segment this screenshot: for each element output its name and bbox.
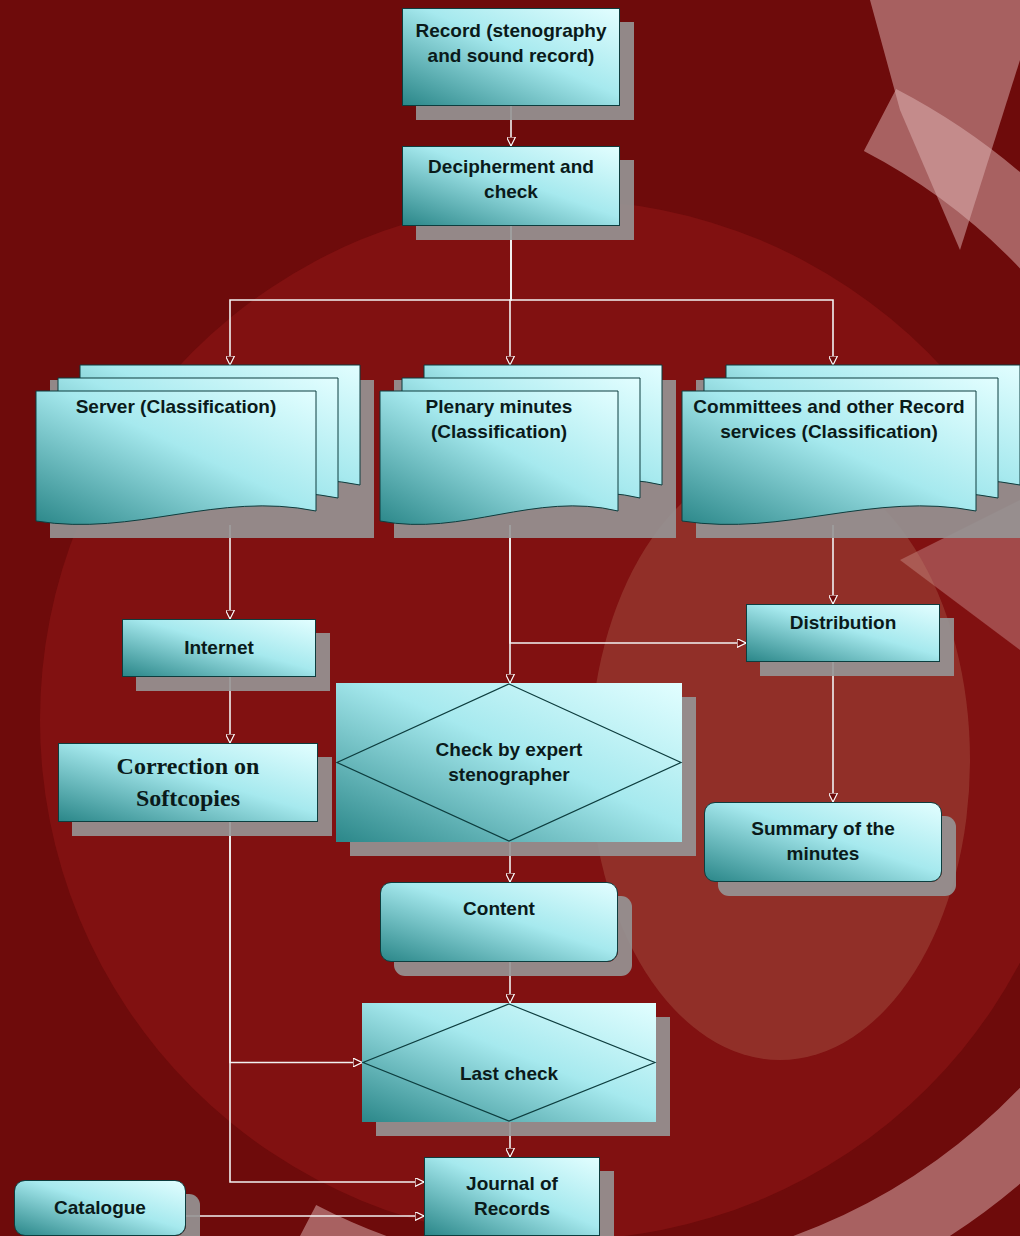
flow-arrow: [510, 106, 512, 146]
flow-arrow: [510, 525, 746, 643]
process-box: Internet: [122, 619, 316, 677]
flow-arrow: [230, 822, 362, 1063]
flow-arrow: [509, 842, 511, 882]
flow-arrow: [229, 677, 231, 743]
node-label: Content: [463, 897, 535, 922]
flow-arrow: [509, 1122, 511, 1157]
node-label: Check by expert stenographer: [404, 738, 614, 787]
node-label: Server (Classification): [46, 395, 306, 420]
node-label: Last check: [460, 1062, 558, 1087]
diamond-outline: [362, 1003, 656, 1122]
flow-arrow: [509, 962, 511, 1003]
flow-arrow: [230, 226, 511, 365]
flow-arrow: [511, 226, 833, 365]
flow-arrow: [229, 525, 231, 619]
node-label: Summary of the minutes: [713, 817, 933, 866]
document-stack: Server (Classification): [36, 365, 360, 525]
node-label: Record (stenography and sound record): [411, 19, 611, 68]
node-label: Plenary minutes (Classification): [390, 395, 608, 444]
process-box: Record (stenography and sound record): [402, 8, 620, 106]
flow-arrow: [230, 822, 424, 1182]
document-outline: [682, 365, 1020, 525]
process-box: Correction on Softcopies: [58, 743, 318, 822]
rounded-box: Content: [380, 882, 618, 962]
node-label: Journal of Records: [433, 1172, 591, 1221]
rounded-box: Summary of the minutes: [704, 802, 942, 882]
document-stack: Committees and other Record services (Cl…: [682, 365, 1020, 525]
process-box: Distribution: [746, 604, 940, 662]
node-label: Internet: [184, 636, 254, 661]
decision-diamond: Last check: [362, 1003, 656, 1122]
flow-arrow: [186, 1215, 424, 1217]
process-box: Decipherment and check: [402, 146, 620, 226]
flow-arrow: [832, 662, 834, 802]
decision-diamond: Check by expert stenographer: [336, 683, 682, 842]
node-label: Decipherment and check: [411, 155, 611, 204]
document-stack: Plenary minutes (Classification): [380, 365, 662, 525]
node-label: Committees and other Record services (Cl…: [692, 395, 966, 444]
diamond-outline: [336, 683, 682, 842]
process-box: Journal of Records: [424, 1157, 600, 1236]
document-outline: [380, 365, 662, 525]
node-label: Catalogue: [54, 1196, 146, 1221]
rounded-box: Catalogue: [14, 1180, 186, 1236]
document-outline: [36, 365, 360, 525]
node-label: Correction on Softcopies: [67, 751, 309, 813]
node-label: Distribution: [790, 611, 897, 636]
